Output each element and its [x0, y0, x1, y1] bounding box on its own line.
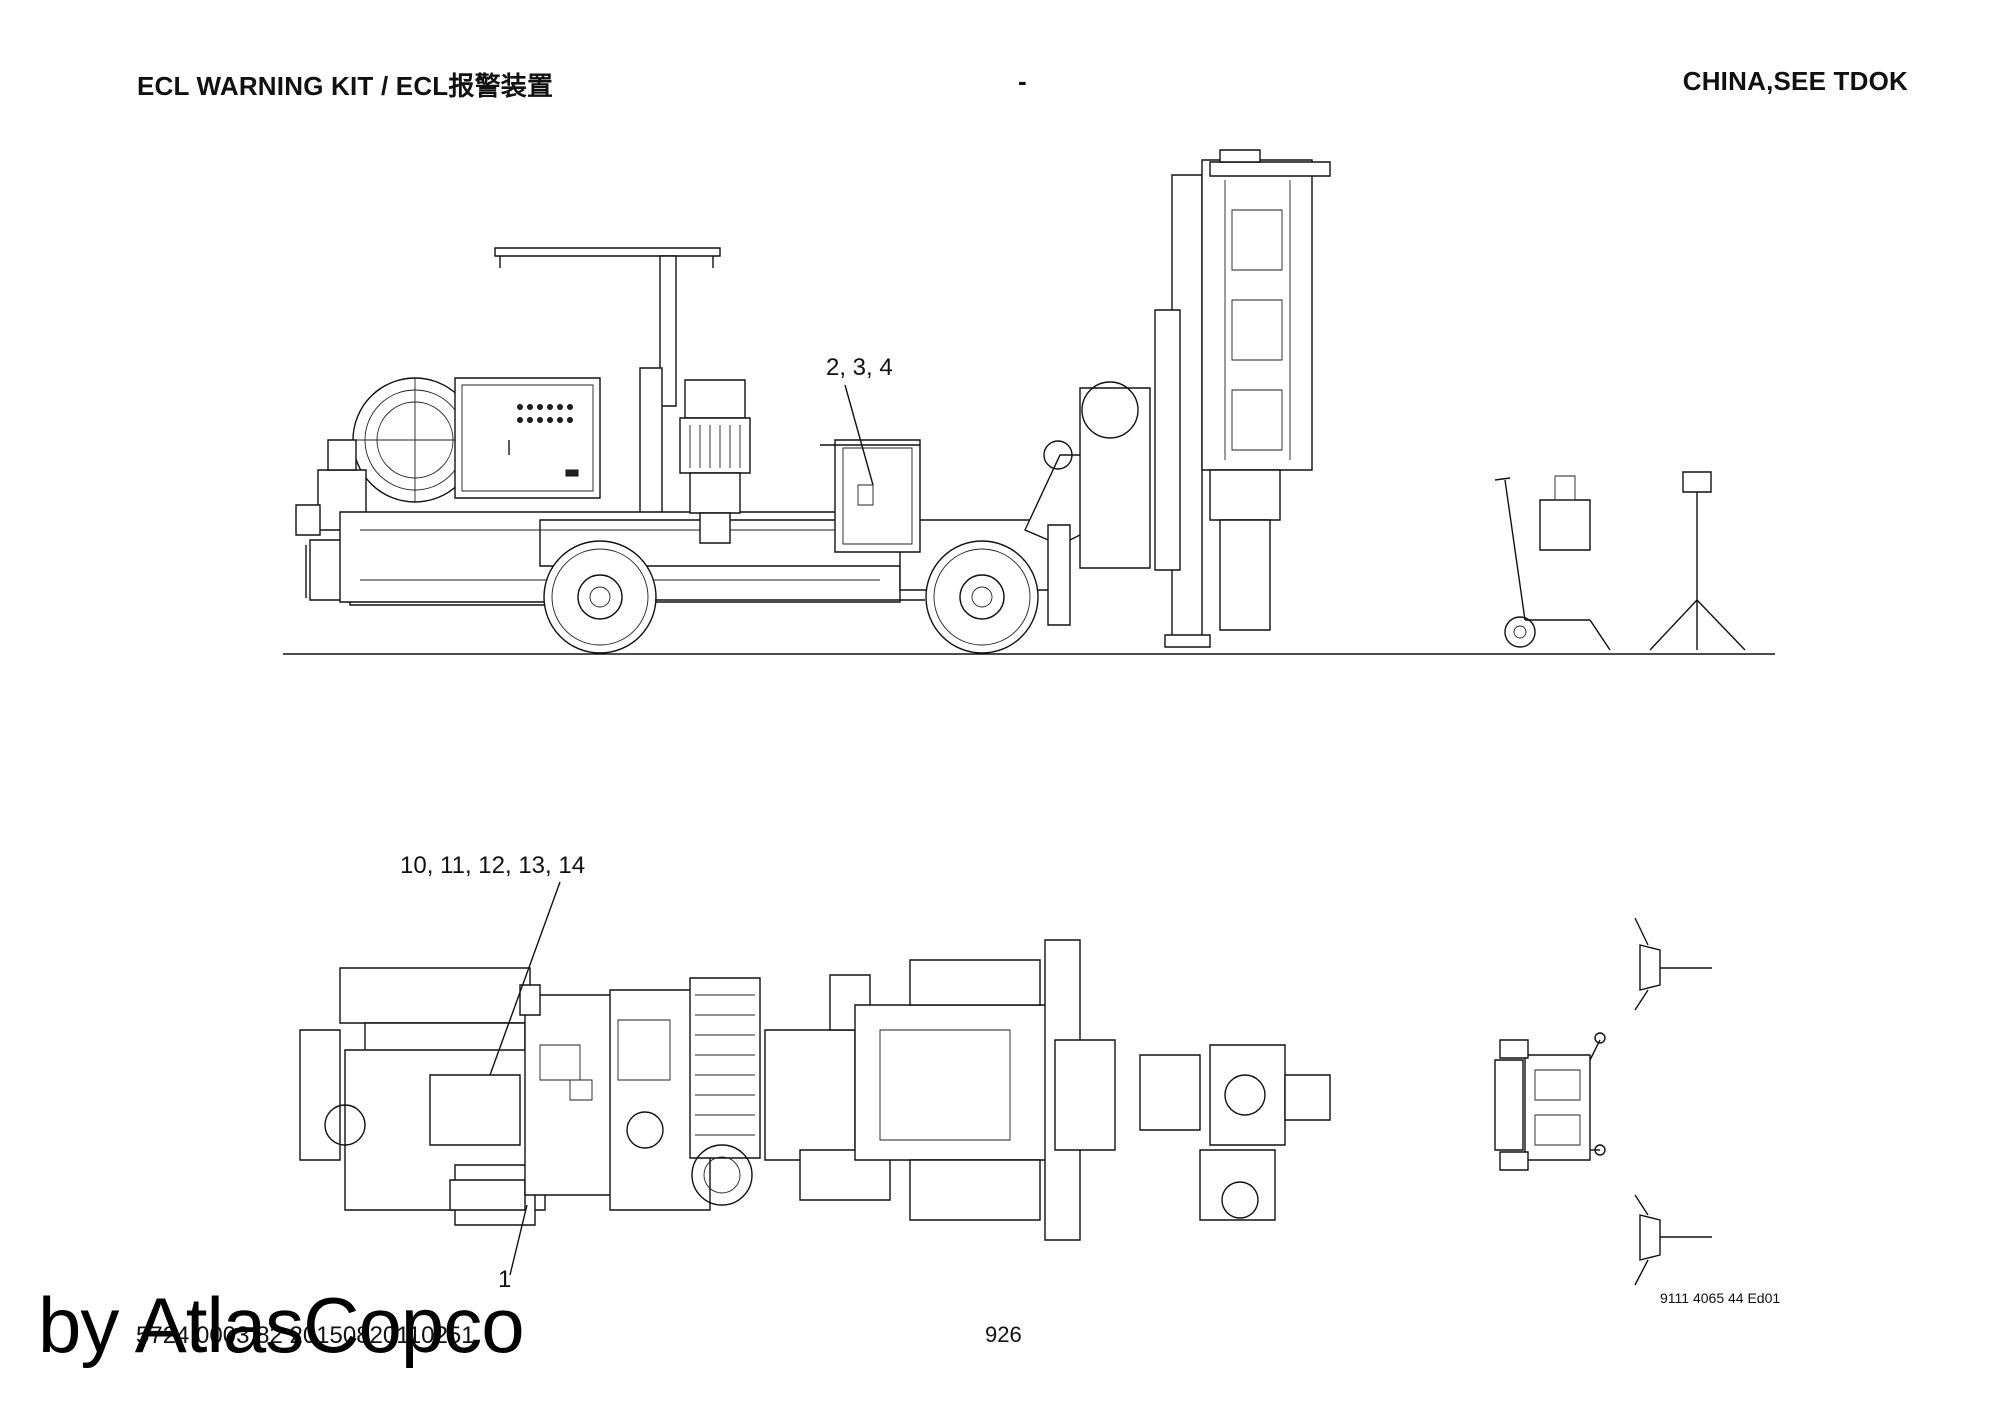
- warning-light-tripod: [1650, 472, 1745, 650]
- warning-lamp-top-lower: [1635, 1195, 1712, 1285]
- callout-top-view: 10, 11, 12, 13, 14: [400, 852, 586, 879]
- warning-lamp-top-upper: [1635, 918, 1712, 1010]
- top-view-drill-rig: [300, 882, 1712, 1285]
- rear-chassis-top: [325, 1050, 545, 1225]
- footer-code: 5724 0003 82 20150820110251: [136, 1322, 475, 1349]
- watermark: by AtlasCopco: [38, 1281, 525, 1369]
- motor-top: [690, 978, 760, 1205]
- electrical-cabinet: [455, 378, 600, 498]
- header-separator: -: [1018, 66, 1027, 96]
- side-view-drill-rig: [283, 150, 1775, 654]
- front-frame-top: [855, 960, 1055, 1220]
- drawing-number: 9111 4065 44 Ed01: [1660, 1290, 1781, 1306]
- leader-line-side: [845, 385, 873, 485]
- market-label: CHINA,SEE TDOK: [1682, 66, 1908, 96]
- mid-chassis-top: [765, 975, 890, 1200]
- ecl-warning-box: [820, 440, 920, 552]
- callout-item-1: 1: [498, 1266, 512, 1293]
- drill-mast: [1155, 150, 1330, 647]
- leader-line-item-1: [510, 1205, 527, 1275]
- page-number: 926: [985, 1322, 1022, 1347]
- document-title: ECL WARNING KIT / ECL报警装置: [137, 71, 554, 101]
- rear-reel-top: [300, 968, 530, 1160]
- boom: [1025, 382, 1150, 625]
- warning-light-cart: [1495, 476, 1610, 650]
- leader-line-top: [490, 882, 560, 1075]
- canopy: [495, 248, 720, 518]
- front-wheel: [926, 541, 1038, 653]
- motor: [680, 380, 750, 543]
- feed-top: [1140, 1045, 1330, 1220]
- boom-base-top: [1045, 940, 1115, 1240]
- callout-side-view: 2, 3, 4: [826, 354, 893, 381]
- warning-cart-top: [1495, 1033, 1605, 1170]
- rear-wheel: [544, 541, 656, 653]
- indicator-lights: [518, 405, 573, 423]
